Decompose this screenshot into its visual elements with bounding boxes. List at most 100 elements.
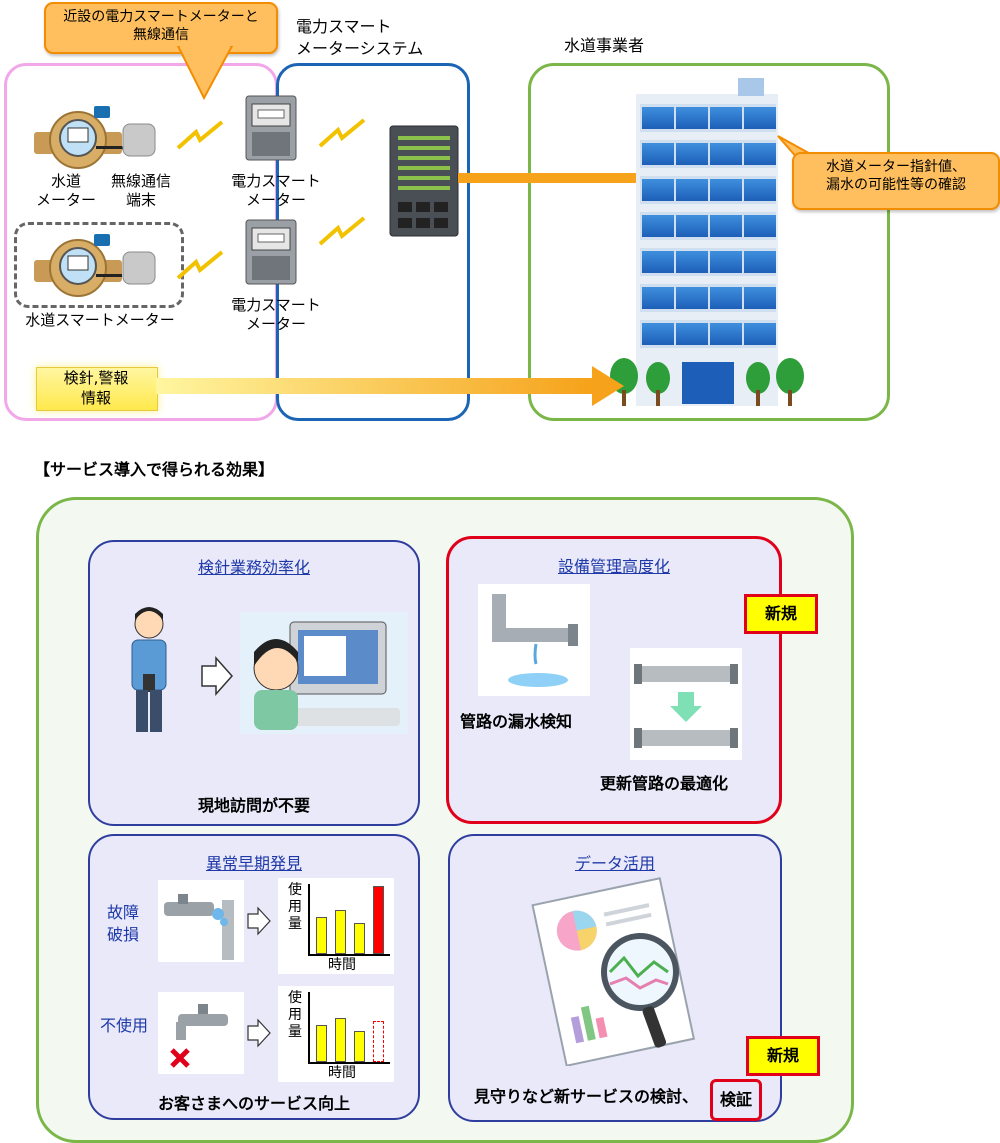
panel-title: 異常早期発見 [205, 854, 302, 873]
chart-bar [373, 886, 384, 954]
chart-bar [316, 917, 327, 954]
reading-info-box [36, 367, 158, 411]
wireless-callout: 近設の電力スマートメーターと 無線通信 [44, 2, 278, 54]
chart-xlabel: 時間 [328, 1065, 356, 1081]
building-window [710, 179, 742, 201]
building-window [710, 323, 742, 345]
building-window [642, 287, 674, 309]
system-label: 電力スマート メーターシステム [296, 17, 424, 58]
chart-bar [335, 1018, 346, 1062]
connection-line [96, 274, 122, 277]
data-use-caption: 見守りなど新サービスの検討、 [474, 1087, 699, 1106]
usage-chart-2: 使 用 量 時間 [278, 986, 394, 1082]
chart-y-axis [308, 992, 310, 1064]
water-utility-label: 水道事業者 [564, 36, 645, 55]
panel-caption: お客さまへのサービス向上 [157, 1094, 350, 1113]
chart-y-axis [308, 884, 310, 956]
building-window [710, 215, 742, 237]
chart-bar [373, 1021, 384, 1062]
leak-caption: 管路の漏水検知 [460, 712, 573, 731]
building-window [710, 251, 742, 273]
data-analysis-icon [531, 877, 696, 1066]
building-window [744, 107, 776, 129]
building-window [710, 287, 742, 309]
building-window [642, 107, 674, 129]
building-window [676, 179, 708, 201]
tree-icon [746, 358, 804, 406]
water-smart-meter-box [14, 222, 184, 308]
building-window [642, 251, 674, 273]
chart-x-axis [308, 1062, 390, 1064]
leaking-pipe-icon [478, 584, 590, 696]
building-window [642, 143, 674, 165]
unused-label: 不使用 [99, 1016, 148, 1035]
panel-title: 検針業務効率化 [197, 558, 310, 577]
building-window [744, 215, 776, 237]
chart-bar [335, 910, 346, 954]
panel-title: 設備管理高度化 [557, 557, 670, 576]
wireless-terminal-icon [122, 123, 156, 157]
new-badge: 新規 [746, 1036, 820, 1076]
pipe-caption: 更新管路の最適化 [600, 774, 729, 793]
building-window [676, 323, 708, 345]
electric-meter-label-2: 電力スマート メーター [231, 296, 321, 333]
wireless-signal-icon [318, 118, 366, 148]
building-window [744, 143, 776, 165]
wireless-signal-icon [176, 120, 224, 150]
building-window [676, 215, 708, 237]
broken-faucet-icon [158, 880, 244, 962]
electric-meter-icon [245, 219, 297, 285]
wireless-signal-icon [318, 216, 366, 246]
chart-x-axis [308, 954, 390, 956]
verification-highlight: 検証 [710, 1079, 762, 1121]
building-window [744, 287, 776, 309]
building-window [642, 215, 674, 237]
building-window [676, 251, 708, 273]
water-utility-box [528, 63, 890, 421]
electric-meter-icon [245, 95, 297, 161]
computer-worker-icon [240, 612, 408, 734]
callout-pointer [176, 46, 234, 101]
chart-ylabel: 使 用 量 [288, 882, 302, 932]
new-badge: 新規 [744, 594, 818, 634]
server-icon [389, 125, 459, 237]
arrow-right-icon [201, 656, 234, 696]
panel-caption: 現地訪問が不要 [197, 796, 310, 815]
reading-info-label: 検針,警報 情報 [63, 369, 129, 407]
wireless-terminal-icon [122, 251, 156, 285]
usage-chart-1: 使 用 量 時間 [278, 878, 394, 974]
failure-label: 故障 破損 [106, 903, 139, 944]
building-window [710, 107, 742, 129]
effects-heading: 【サービス導入で得られる効果】 [34, 460, 275, 479]
chart-bar [316, 1025, 327, 1062]
building-roof [738, 78, 764, 96]
building-window [744, 323, 776, 345]
building-window [744, 179, 776, 201]
connection-line [96, 146, 122, 149]
building-window [642, 179, 674, 201]
building-window [676, 107, 708, 129]
wireless-terminal-label: 無線通信 端末 [110, 172, 171, 209]
building-window [710, 143, 742, 165]
building-window [744, 251, 776, 273]
chart-bar [354, 1031, 365, 1062]
arrow-right-icon [247, 906, 271, 936]
building-window [676, 143, 708, 165]
meter-reader-person-icon [131, 607, 167, 732]
wireless-signal-icon [176, 250, 224, 280]
chart-ylabel: 使 用 量 [288, 990, 302, 1040]
chart-xlabel: 時間 [328, 957, 356, 973]
building-window [676, 287, 708, 309]
pipe-optimization-icon [630, 648, 742, 760]
electric-meter-label-1: 電力スマート メーター [231, 172, 321, 209]
arrow-right-icon [247, 1018, 271, 1048]
unused-faucet-icon [158, 992, 244, 1074]
network-link [458, 173, 638, 183]
building-window [642, 323, 674, 345]
building-door [682, 362, 734, 404]
building-windows [640, 104, 776, 354]
panel-title: データ活用 [574, 854, 655, 873]
data-flow-arrow [156, 366, 624, 406]
building-callout: 水道メーター指針値、 漏水の可能性等の確認 [792, 152, 1000, 210]
chart-bar [354, 923, 365, 954]
